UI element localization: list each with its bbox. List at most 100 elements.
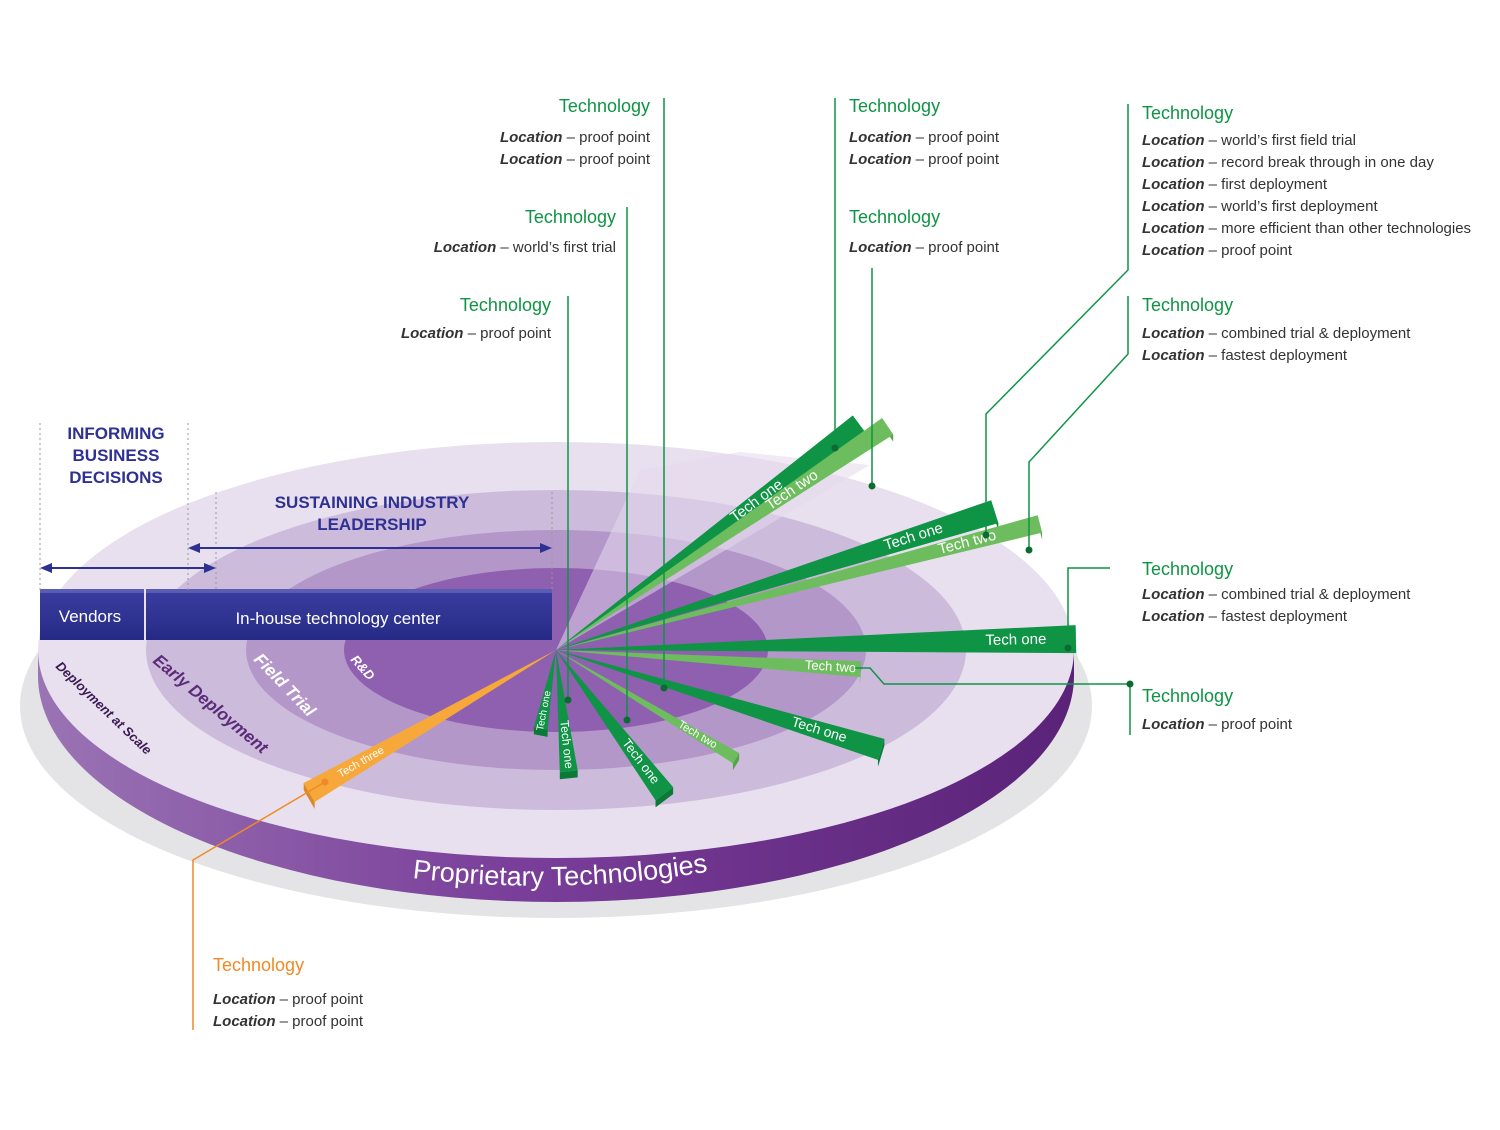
callout-title: Technology — [849, 207, 940, 227]
inhouse-bar — [146, 592, 552, 640]
callout-location: Location — [500, 151, 563, 168]
leader-dot — [868, 482, 876, 490]
callout-detail: – proof point — [562, 151, 650, 168]
wedge-8 — [556, 650, 740, 764]
wedge-10 — [556, 650, 578, 773]
callout-title: Technology — [1142, 103, 1233, 123]
callout-line: Location – proof point — [1142, 716, 1293, 733]
callout-location: Location — [1142, 176, 1205, 193]
leader-dot — [623, 716, 631, 724]
leader-dot — [1064, 644, 1072, 652]
wedge-2 — [556, 418, 894, 650]
callout-detail: – proof point — [463, 325, 551, 342]
callout-line: Location – proof point — [500, 129, 651, 146]
callout-location: Location — [213, 1013, 276, 1030]
informing-line-1: INFORMING — [67, 424, 164, 443]
wedge-edge — [732, 753, 740, 771]
callout-line: Location – record break through in one d… — [1142, 154, 1434, 171]
callout-title: Technology — [1142, 559, 1233, 579]
wedge-6 — [556, 650, 861, 678]
dotted-guides — [39, 423, 553, 590]
callout-line: Location – combined trial & deployment — [1142, 325, 1411, 342]
wedge-5 — [556, 625, 1077, 654]
callout-line: Location – combined trial & deployment — [1142, 586, 1411, 603]
callout-detail: – combined trial & deployment — [1205, 325, 1412, 342]
wedge-9 — [556, 650, 674, 801]
wedge-label: Tech two — [804, 657, 856, 675]
leader-line — [1028, 296, 1129, 550]
callout-location: Location — [1142, 242, 1205, 259]
bars-group: Vendors In-house technology center — [40, 589, 552, 640]
callout-title: Technology — [1142, 295, 1233, 315]
callout-line: Location – world’s first deployment — [1142, 198, 1378, 215]
vendors-label: Vendors — [59, 607, 121, 626]
leader-dot — [831, 444, 839, 452]
callout-line: Location – fastest deployment — [1142, 347, 1348, 364]
callout-location: Location — [434, 239, 497, 256]
callout-location: Location — [1142, 586, 1205, 603]
informing-line-3: DECISIONS — [69, 468, 163, 487]
header-texts: INFORMING BUSINESS DECISIONS SUSTAINING … — [67, 424, 470, 534]
leader-line — [985, 104, 1129, 535]
callout-detail: – proof point — [562, 129, 650, 146]
leader-dot — [1126, 680, 1134, 688]
wedge-edge — [859, 661, 861, 685]
leader-dot — [660, 684, 668, 692]
callout-location: Location — [849, 129, 912, 146]
callout-location: Location — [1142, 716, 1205, 733]
callout-detail: – fastest deployment — [1205, 347, 1348, 364]
callout-location: Location — [1142, 220, 1205, 237]
callout-title: Technology — [559, 96, 650, 116]
callout-line: Location – fastest deployment — [1142, 608, 1348, 625]
callout-line: Location – proof point — [401, 325, 552, 342]
wedge-edge — [877, 738, 885, 767]
callout-detail: – world’s first deployment — [1205, 198, 1379, 215]
callout-line: Location – proof point — [849, 129, 1000, 146]
callout-location: Location — [1142, 154, 1205, 171]
wedge-edge — [559, 770, 578, 780]
callout-location: Location — [1142, 608, 1205, 625]
leader-line — [192, 781, 326, 1030]
callout-detail: – record break through in one day — [1205, 154, 1435, 171]
leader-dot — [321, 778, 329, 786]
callout-line: Location – more efficient than other tec… — [1142, 220, 1471, 237]
callout-line: Location – proof point — [849, 239, 1000, 256]
vendors-bar-top — [40, 589, 144, 593]
callout-detail: – fastest deployment — [1205, 608, 1348, 625]
callout-line: Location – proof point — [849, 151, 1000, 168]
wedge-label: Tech one — [985, 631, 1046, 649]
callout-detail: – more efficient than other technologies — [1205, 220, 1472, 237]
callout-line: Location – proof point — [500, 151, 651, 168]
callout-detail: – proof point — [1205, 716, 1293, 733]
wedge-label: Tech one — [557, 719, 576, 769]
callout-location: Location — [1142, 198, 1205, 215]
callout-title: Technology — [525, 207, 616, 227]
callout-line: Location – proof point — [1142, 242, 1293, 259]
wedge-edge — [303, 782, 315, 810]
callout-detail: – proof point — [912, 239, 1000, 256]
callout-line: Location – world’s first trial — [434, 239, 616, 256]
callout-title: Technology — [213, 955, 304, 975]
callout-detail: – world’s first field trial — [1205, 132, 1356, 149]
callout-location: Location — [213, 991, 276, 1008]
callout-line: Location – proof point — [213, 991, 364, 1008]
callout-location: Location — [401, 325, 464, 342]
callout-location: Location — [1142, 347, 1205, 364]
wedge-7 — [556, 650, 885, 760]
wedge-edge — [533, 727, 548, 737]
arrows — [40, 543, 552, 573]
vendors-bar — [40, 592, 144, 640]
wedge-12 — [303, 650, 556, 803]
callout-detail: – first deployment — [1205, 176, 1328, 193]
leader-dot — [564, 696, 572, 704]
callout-leaders — [192, 98, 1134, 1030]
wedge-3 — [556, 500, 999, 650]
callout-title: Technology — [849, 96, 940, 116]
leader-line — [1067, 567, 1110, 648]
callout-detail: – proof point — [912, 129, 1000, 146]
wedge-1 — [556, 415, 867, 650]
leader-dot — [1025, 546, 1033, 554]
